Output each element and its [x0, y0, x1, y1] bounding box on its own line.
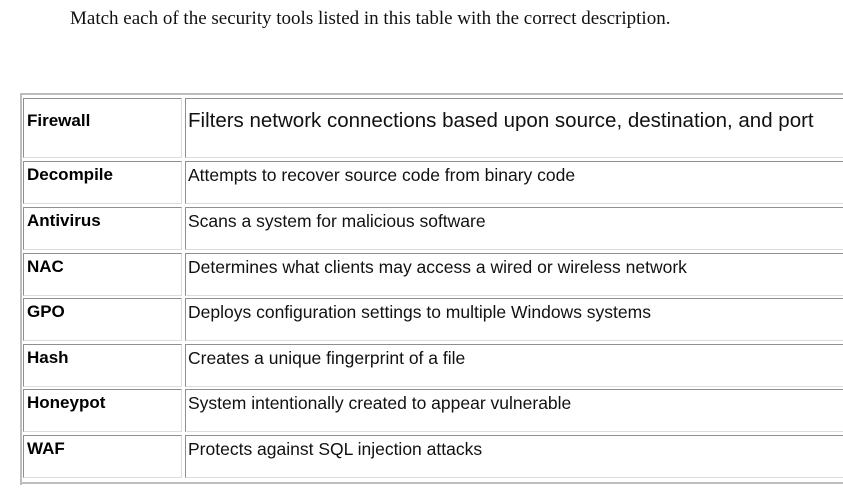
description-cell: Attempts to recover source code from bin…: [185, 161, 843, 204]
tool-cell: GPO: [23, 298, 182, 341]
table-row: Hash Creates a unique fingerprint of a f…: [20, 344, 843, 387]
tool-description: Creates a unique fingerprint of a file: [188, 348, 466, 368]
tool-description: Protects against SQL injection attacks: [188, 439, 483, 459]
table-row: Antivirus Scans a system for malicious s…: [20, 207, 843, 250]
description-cell: System intentionally created to appear v…: [185, 389, 843, 432]
tool-description: Filters network connections based upon s…: [188, 109, 814, 132]
tool-description: Determines what clients may access a wir…: [188, 257, 687, 277]
table-row: Decompile Attempts to recover source cod…: [20, 161, 843, 204]
tool-name: Honeypot: [27, 393, 106, 412]
description-cell: Creates a unique fingerprint of a file: [185, 344, 843, 387]
table-top-border: [20, 93, 843, 95]
tool-cell: Decompile: [23, 161, 182, 204]
tool-name: Antivirus: [27, 211, 101, 230]
description-cell: Scans a system for malicious software: [185, 207, 843, 250]
tool-cell: Antivirus: [23, 207, 182, 250]
table-row: NAC Determines what clients may access a…: [20, 253, 843, 296]
description-cell: Deploys configuration settings to multip…: [185, 298, 843, 341]
description-cell: Filters network connections based upon s…: [185, 98, 843, 158]
tool-description: Deploys configuration settings to multip…: [188, 302, 651, 322]
tool-name: NAC: [27, 257, 64, 276]
tool-description: System intentionally created to appear v…: [188, 393, 572, 413]
tool-description: Attempts to recover source code from bin…: [188, 165, 576, 185]
tool-description: Scans a system for malicious software: [188, 211, 486, 231]
table-left-border: [20, 93, 22, 485]
tool-name: WAF: [27, 439, 65, 458]
tool-cell: WAF: [23, 435, 182, 478]
tool-cell: Hash: [23, 344, 182, 387]
table-bottom-border: [20, 482, 843, 484]
tool-name: Hash: [27, 348, 69, 367]
instruction-text: Match each of the security tools listed …: [70, 8, 671, 29]
description-cell: Determines what clients may access a wir…: [185, 253, 843, 296]
tool-name: Firewall: [27, 111, 91, 130]
table-row: Firewall Filters network connections bas…: [20, 98, 843, 158]
tool-name: GPO: [27, 302, 65, 321]
description-cell: Protects against SQL injection attacks: [185, 435, 843, 478]
table-row: Honeypot System intentionally created to…: [20, 389, 843, 432]
tool-cell: Honeypot: [23, 389, 182, 432]
tool-name: Decompile: [27, 165, 113, 184]
table-row: GPO Deploys configuration settings to mu…: [20, 298, 843, 341]
table-row: WAF Protects against SQL injection attac…: [20, 435, 843, 478]
matching-table: Firewall Filters network connections bas…: [20, 93, 843, 485]
tool-cell: Firewall: [23, 98, 182, 158]
tool-cell: NAC: [23, 253, 182, 296]
